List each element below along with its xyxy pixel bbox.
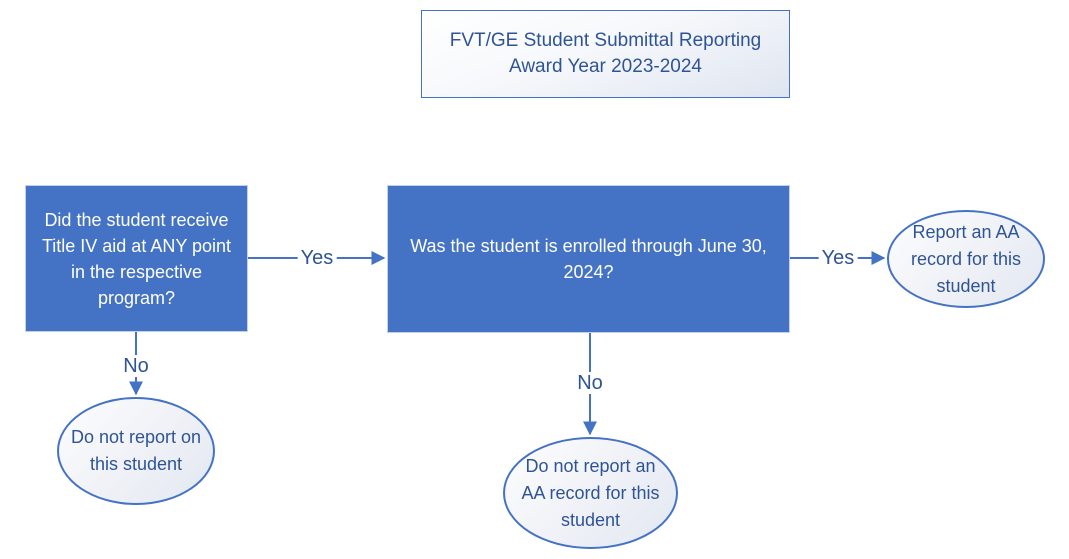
node-decision-title-iv: Did the student receive Title IV aid at … <box>25 185 248 332</box>
node-outcome-do-not-report: Do not report on this student <box>57 397 215 505</box>
edge-label-yes-2: Yes <box>818 247 858 269</box>
edge-label-no-2: No <box>574 372 606 394</box>
node-outcome-do-not-report-aa-label: Do not report an AA record for this stud… <box>521 455 660 530</box>
node-decision-title-iv-label: Did the student receive Title IV aid at … <box>41 209 232 308</box>
diagram-title: FVT/GE Student Submittal Reporting Award… <box>449 30 762 77</box>
edge-label-no-1: No <box>120 355 152 377</box>
diagram-title-box: FVT/GE Student Submittal Reporting Award… <box>421 10 790 98</box>
node-outcome-report-aa: Report an AA record for this student <box>887 210 1045 308</box>
node-outcome-do-not-report-aa: Do not report an AA record for this stud… <box>503 437 678 549</box>
node-outcome-do-not-report-label: Do not report on this student <box>70 427 202 474</box>
edge-label-yes-1: Yes <box>297 247 337 269</box>
node-decision-enrolled: Was the student is enrolled through June… <box>387 185 790 333</box>
node-decision-enrolled-label: Was the student is enrolled through June… <box>410 236 767 282</box>
node-outcome-report-aa-label: Report an AA record for this student <box>910 221 1022 296</box>
